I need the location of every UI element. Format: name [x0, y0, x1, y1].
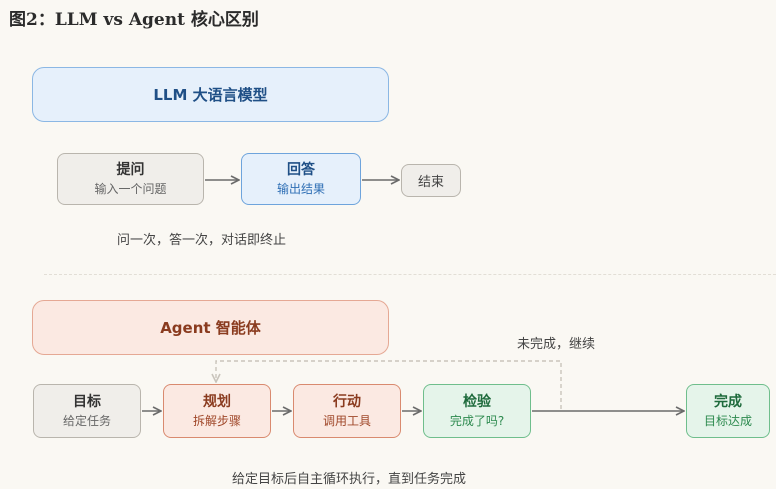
agent-header: Agent 智能体 — [32, 300, 389, 355]
agent-node-goal: 目标 给定任务 — [33, 384, 141, 438]
llm-node-ask-subtitle: 输入一个问题 — [94, 182, 167, 196]
llm-caption: 问一次，答一次，对话即终止 — [117, 233, 287, 248]
agent-header-label: Agent 智能体 — [160, 319, 261, 337]
agent-caption: 给定目标后自主循环执行，直到任务完成 — [232, 472, 467, 487]
llm-node-end: 结束 — [401, 164, 461, 197]
agent-node-done-subtitle: 目标达成 — [703, 414, 752, 428]
agent-node-plan: 规划 拆解步骤 — [163, 384, 271, 438]
agent-node-plan-subtitle: 拆解步骤 — [192, 414, 241, 428]
llm-node-ask-title: 提问 — [116, 162, 145, 178]
arrow-loop-back — [216, 360, 562, 409]
llm-node-answer-subtitle: 输出结果 — [276, 182, 325, 196]
agent-node-plan-title: 规划 — [203, 394, 231, 410]
llm-header-label: LLM 大语言模型 — [153, 86, 268, 104]
agent-node-check: 检验 完成了吗? — [423, 384, 531, 438]
agent-node-act-title: 行动 — [333, 394, 361, 410]
llm-node-end-title: 结束 — [417, 175, 444, 190]
figure-title: 图2：LLM vs Agent 核心区别 — [9, 10, 259, 30]
agent-node-check-title: 检验 — [463, 394, 491, 410]
agent-node-goal-title: 目标 — [73, 394, 101, 410]
loop-label: 未完成，继续 — [517, 337, 596, 352]
agent-node-act-subtitle: 调用工具 — [322, 414, 371, 428]
agent-node-done: 完成 目标达成 — [686, 384, 770, 438]
llm-node-ask: 提问 输入一个问题 — [57, 153, 204, 205]
agent-node-act: 行动 调用工具 — [293, 384, 401, 438]
llm-node-answer-title: 回答 — [287, 162, 315, 178]
llm-header: LLM 大语言模型 — [32, 67, 389, 122]
agent-node-done-title: 完成 — [714, 394, 742, 410]
agent-node-goal-subtitle: 给定任务 — [62, 414, 111, 428]
agent-node-check-subtitle: 完成了吗? — [449, 414, 505, 428]
section-divider — [44, 274, 776, 275]
llm-node-answer: 回答 输出结果 — [241, 153, 361, 205]
